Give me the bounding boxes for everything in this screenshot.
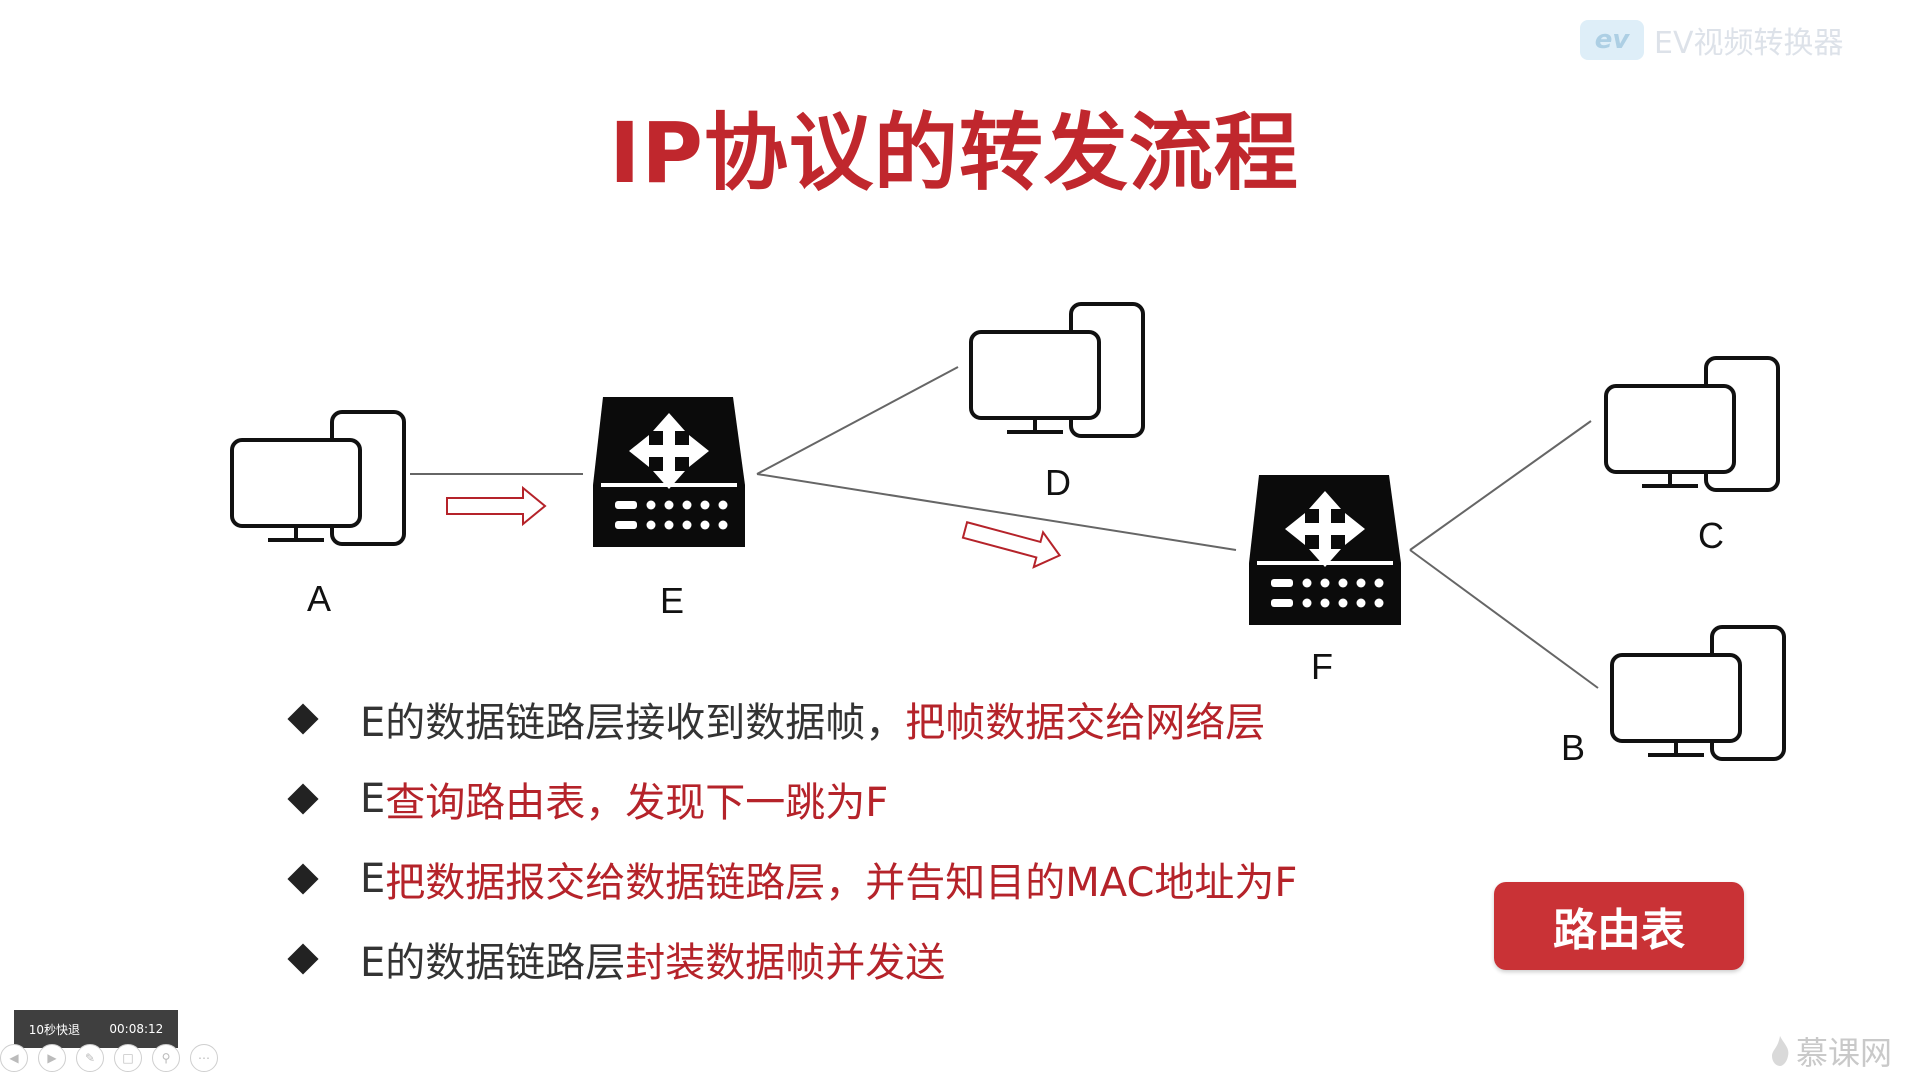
brand-logo: 慕课网 bbox=[1770, 1028, 1892, 1074]
router-f-icon bbox=[1249, 475, 1401, 625]
watermark: ev EV视频转换器 bbox=[1580, 18, 1843, 62]
diamond-bullet-icon bbox=[287, 943, 319, 975]
bullet-highlight: 把数据报交给数据链路层，并告知目的MAC地址为F bbox=[385, 860, 1298, 906]
node-label-c: C bbox=[1698, 515, 1724, 556]
next-icon[interactable]: ▶ bbox=[38, 1044, 66, 1072]
diamond-bullet-icon bbox=[287, 703, 319, 735]
bullet-text: E bbox=[360, 856, 386, 902]
node-label-b: B bbox=[1561, 727, 1586, 768]
node-label-d: D bbox=[1045, 462, 1071, 503]
computer-c-icon bbox=[1604, 356, 1780, 492]
flow-arrow-a-e bbox=[446, 485, 547, 527]
link-e-f bbox=[756, 473, 1237, 551]
player-controls: 10秒快退 00:08:12 bbox=[14, 1010, 178, 1048]
link-f-c bbox=[1409, 420, 1592, 551]
bullet-item: E的数据链路层封装数据帧并发送 bbox=[284, 930, 945, 988]
bullet-item: E的数据链路层接收到数据帧，把帧数据交给网络层 bbox=[284, 690, 1265, 748]
bullet-highlight: 封装数据帧并发送 bbox=[625, 940, 946, 986]
page-title: IP协议的转发流程 bbox=[609, 104, 1299, 202]
prev-icon[interactable]: ◀ bbox=[0, 1044, 28, 1072]
zoom-icon[interactable]: ⚲ bbox=[152, 1044, 180, 1072]
diamond-bullet-icon bbox=[287, 863, 319, 895]
computer-a-icon bbox=[230, 410, 406, 546]
slides-icon[interactable]: □ bbox=[114, 1044, 142, 1072]
brand-text: 慕课网 bbox=[1796, 1034, 1893, 1072]
computer-b-icon bbox=[1610, 625, 1786, 761]
node-label-f: F bbox=[1311, 646, 1333, 687]
link-e-d bbox=[756, 366, 959, 475]
flame-icon bbox=[1772, 1036, 1789, 1066]
router-e-icon bbox=[593, 397, 745, 547]
player-icon-row: ◀ ▶ ✎ □ ⚲ ⋯ bbox=[0, 1044, 218, 1072]
node-label-e: E bbox=[660, 580, 685, 621]
bullet-text: E的数据链路层接收到数据帧， bbox=[360, 700, 906, 746]
bullet-text: E的数据链路层 bbox=[360, 940, 626, 986]
rewind-10s-button[interactable]: 10秒快退 bbox=[28, 1022, 80, 1037]
more-icon[interactable]: ⋯ bbox=[190, 1044, 218, 1072]
playback-time: 00:08:12 bbox=[109, 1022, 164, 1036]
flow-arrow-e-f bbox=[961, 521, 1062, 569]
watermark-text: EV视频转换器 bbox=[1654, 26, 1844, 61]
bullet-highlight: 把帧数据交给网络层 bbox=[905, 700, 1266, 746]
route-table-button[interactable]: 路由表 bbox=[1494, 882, 1744, 970]
ev-logo-icon: ev bbox=[1580, 20, 1644, 60]
computer-d-icon bbox=[969, 302, 1145, 438]
node-label-a: A bbox=[307, 578, 332, 619]
bullet-text: E bbox=[360, 776, 386, 822]
bullet-highlight: 查询路由表，发现下一跳为F bbox=[385, 780, 889, 826]
diamond-bullet-icon bbox=[287, 783, 319, 815]
link-f-b bbox=[1409, 549, 1599, 689]
